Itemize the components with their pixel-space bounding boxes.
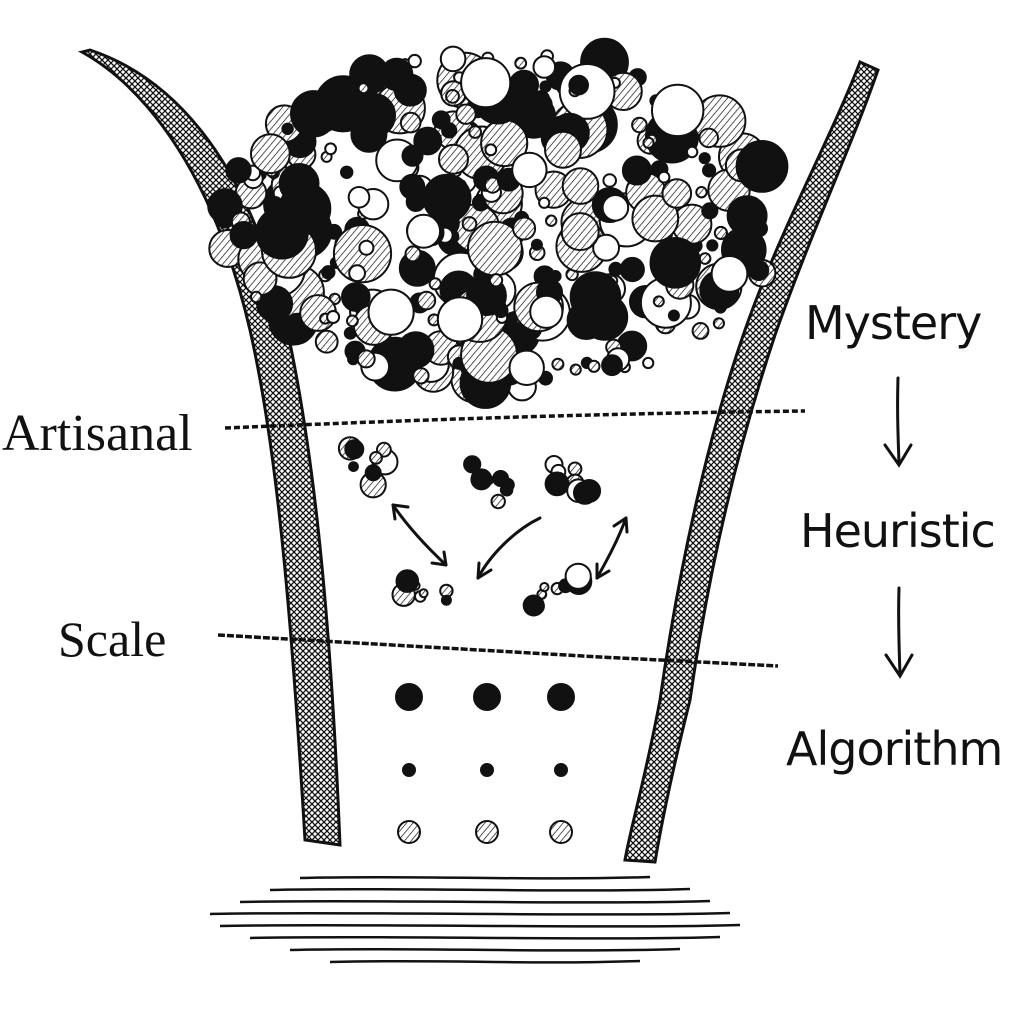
algorithm-grid (396, 684, 574, 843)
label-artisanal: Artisanal (2, 408, 193, 460)
heuristic-arrows (393, 505, 627, 578)
mystery-cluster (208, 39, 787, 408)
label-mystery: Mystery (805, 300, 981, 346)
ground-lines (210, 877, 740, 962)
down-arrow-icon (886, 588, 912, 676)
down-arrow-icon (885, 378, 911, 465)
label-algorithm: Algorithm (786, 726, 1002, 772)
heuristic-clusters (339, 437, 600, 615)
label-heuristic: Heuristic (800, 508, 995, 554)
label-scale: Scale (58, 614, 166, 664)
